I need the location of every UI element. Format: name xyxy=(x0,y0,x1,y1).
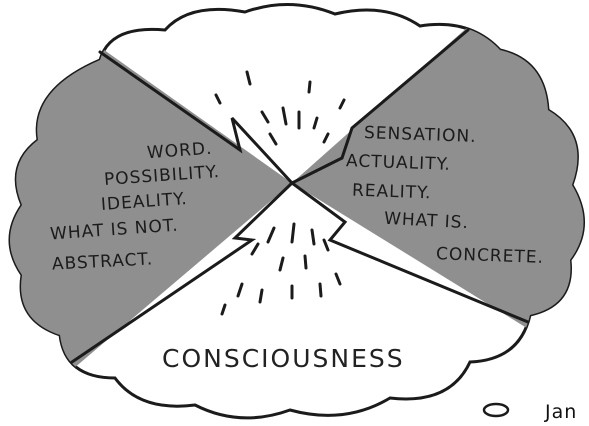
right-term-concrete: CONCRETE. xyxy=(436,246,544,267)
spark-mark xyxy=(305,256,306,268)
spark-mark xyxy=(312,230,314,244)
spark-mark xyxy=(260,290,262,302)
spark-mark xyxy=(292,224,294,242)
spark-mark xyxy=(309,82,310,92)
right-term-actuality: ACTUALITY. xyxy=(346,153,451,174)
consciousness-label: CONSCIOUSNESS xyxy=(162,346,405,371)
spark-mark xyxy=(320,284,321,296)
right-term-reality: REALITY. xyxy=(352,183,432,203)
corner-text: Jan xyxy=(545,403,577,422)
left-term-word: WORD. xyxy=(146,141,213,163)
right-term-sensation: SENSATION. xyxy=(364,125,477,146)
right-term-what-is: WHAT IS. xyxy=(384,211,470,232)
thought-bubble xyxy=(484,404,508,416)
